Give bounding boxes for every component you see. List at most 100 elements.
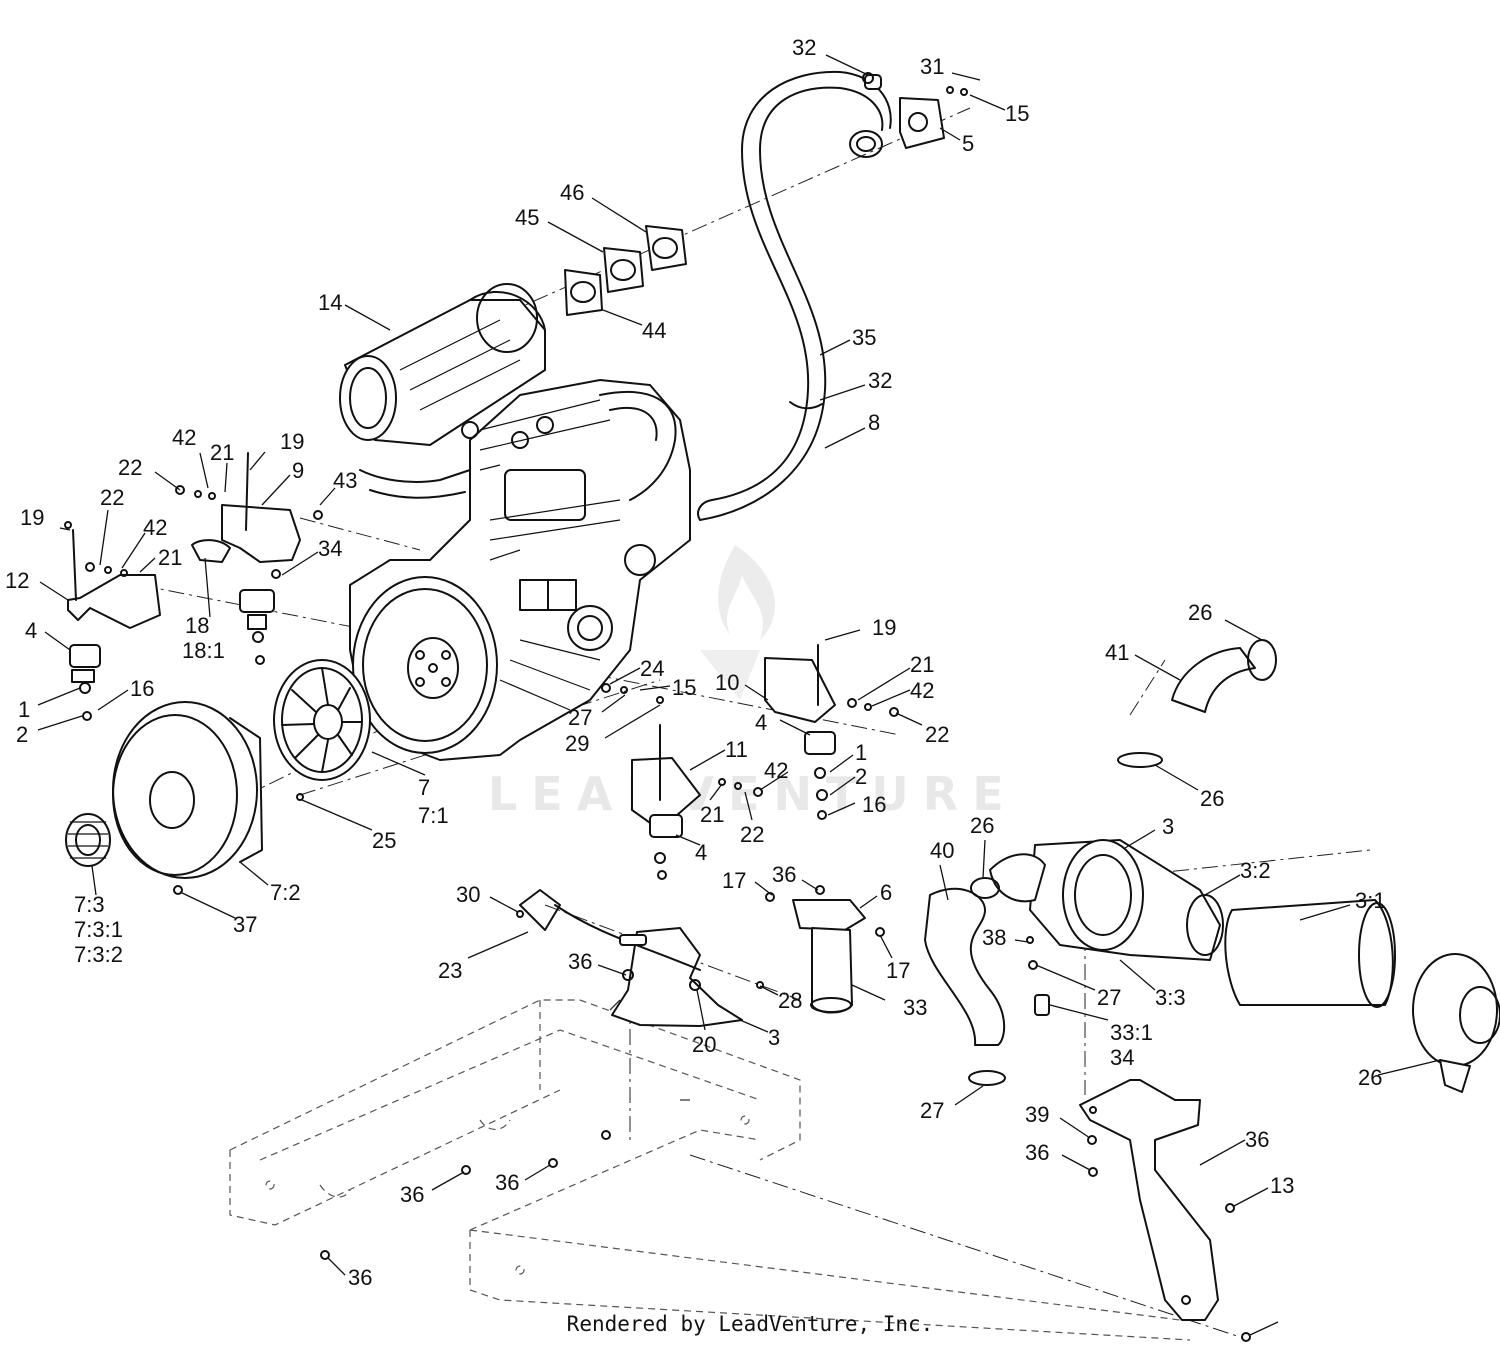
callout: 14 bbox=[318, 290, 342, 315]
callout: 25 bbox=[372, 828, 396, 853]
callout: 21 bbox=[158, 545, 182, 570]
callout: 26 bbox=[1358, 1065, 1382, 1090]
callout: 40 bbox=[930, 838, 954, 863]
callout: 42 bbox=[143, 515, 167, 540]
callout: 28 bbox=[778, 988, 802, 1013]
callout: 24 bbox=[640, 656, 664, 681]
callout: 38 bbox=[982, 925, 1006, 950]
air-cleaner bbox=[989, 839, 1500, 1093]
callout: 22 bbox=[925, 722, 949, 747]
callout: 3 bbox=[1162, 814, 1174, 839]
callout: 19 bbox=[280, 429, 304, 454]
callout: 3 bbox=[768, 1025, 780, 1050]
callout: 6 bbox=[880, 880, 892, 905]
callout: 36 bbox=[1025, 1140, 1049, 1165]
callout: 21 bbox=[700, 802, 724, 827]
callout: 32 bbox=[792, 35, 816, 60]
watermark-text: LEADVENTURE bbox=[488, 767, 1018, 821]
callout: 31 bbox=[920, 54, 944, 79]
exhaust-gaskets bbox=[564, 86, 968, 316]
callout: 16 bbox=[130, 676, 154, 701]
callout: 4 bbox=[25, 618, 37, 643]
callout-leaders bbox=[37, 54, 1441, 1336]
callout: 41 bbox=[1105, 640, 1129, 665]
callout: 4 bbox=[695, 840, 707, 865]
callout: 36 bbox=[1245, 1127, 1269, 1152]
callout: 18 bbox=[185, 613, 209, 638]
callout: 33 bbox=[903, 995, 927, 1020]
aftertreatment-canister bbox=[339, 283, 546, 446]
callout: 34 bbox=[318, 536, 342, 561]
callout: 22 bbox=[740, 822, 764, 847]
callout: 11 bbox=[725, 737, 748, 762]
callout: 19 bbox=[20, 505, 44, 530]
chassis-frame bbox=[229, 999, 1191, 1341]
engine-mount-brackets bbox=[64, 452, 836, 838]
callout: 15 bbox=[672, 675, 696, 700]
callout: 39 bbox=[1025, 1102, 1049, 1127]
callout: 27 bbox=[920, 1098, 944, 1123]
callout: 45 bbox=[515, 205, 539, 230]
callout: 1 bbox=[855, 740, 867, 765]
callout: 2 bbox=[855, 764, 867, 789]
callout: 36 bbox=[348, 1265, 372, 1290]
callout: 16 bbox=[862, 792, 886, 817]
callout: 42 bbox=[172, 425, 196, 450]
fasteners bbox=[79, 72, 1251, 1342]
callout: 7:2 bbox=[270, 880, 301, 905]
intake-hoses bbox=[924, 639, 1277, 1086]
callout: 7:3:2 bbox=[74, 942, 123, 967]
air-cleaner-bracket bbox=[1079, 1079, 1219, 1321]
callout: 27 bbox=[1097, 985, 1121, 1010]
callout: 43 bbox=[333, 468, 357, 493]
callout: 9 bbox=[292, 458, 304, 483]
callout: 17 bbox=[886, 958, 910, 983]
callout: 12 bbox=[5, 568, 29, 593]
callout: 27 bbox=[568, 705, 592, 730]
callout: 7:3:1 bbox=[74, 917, 123, 942]
callout: 36 bbox=[495, 1170, 519, 1195]
callout: 18:1 bbox=[182, 638, 225, 663]
callout: 1 bbox=[18, 697, 30, 722]
callout-labels: 32 31 15 5 46 45 44 14 35 32 8 42 21 19 … bbox=[5, 35, 1386, 1290]
callout: 26 bbox=[1200, 786, 1224, 811]
callout: 30 bbox=[456, 882, 480, 907]
callout: 2 bbox=[16, 722, 28, 747]
callout: 34 bbox=[1110, 1045, 1134, 1070]
callout: 7 bbox=[418, 775, 430, 800]
callout: 23 bbox=[438, 958, 462, 983]
callout: 42 bbox=[910, 678, 934, 703]
exhaust-pipe bbox=[697, 70, 892, 521]
fuel-filter bbox=[792, 899, 866, 1014]
callout: 7:1 bbox=[418, 803, 449, 828]
callout: 3:2 bbox=[1240, 858, 1271, 883]
callout: 29 bbox=[565, 731, 589, 756]
callout: 26 bbox=[1188, 600, 1212, 625]
coupling-plate bbox=[273, 659, 371, 781]
callout: 46 bbox=[560, 180, 584, 205]
callout: 22 bbox=[100, 485, 124, 510]
callout: 4 bbox=[755, 710, 767, 735]
callout: 21 bbox=[910, 652, 934, 677]
footer-credit: Rendered by LeadVenture, Inc. bbox=[566, 1312, 934, 1336]
callout: 3:1 bbox=[1355, 888, 1386, 913]
callout: 36 bbox=[772, 862, 796, 887]
callout: 33:1 bbox=[1110, 1020, 1153, 1045]
callout: 19 bbox=[872, 615, 896, 640]
callout: 22 bbox=[118, 455, 142, 480]
callout: 20 bbox=[692, 1032, 716, 1057]
callout: 44 bbox=[642, 318, 666, 343]
flywheel bbox=[352, 576, 498, 754]
callout: 15 bbox=[1005, 101, 1029, 126]
callout: 35 bbox=[852, 325, 876, 350]
callout: 36 bbox=[400, 1182, 424, 1207]
callout: 8 bbox=[868, 410, 880, 435]
callout: 5 bbox=[962, 131, 974, 156]
callout: 13 bbox=[1270, 1173, 1294, 1198]
callout: 26 bbox=[970, 813, 994, 838]
coupler-hub bbox=[65, 813, 111, 867]
callout: 17 bbox=[722, 868, 746, 893]
callout: 37 bbox=[233, 912, 257, 937]
